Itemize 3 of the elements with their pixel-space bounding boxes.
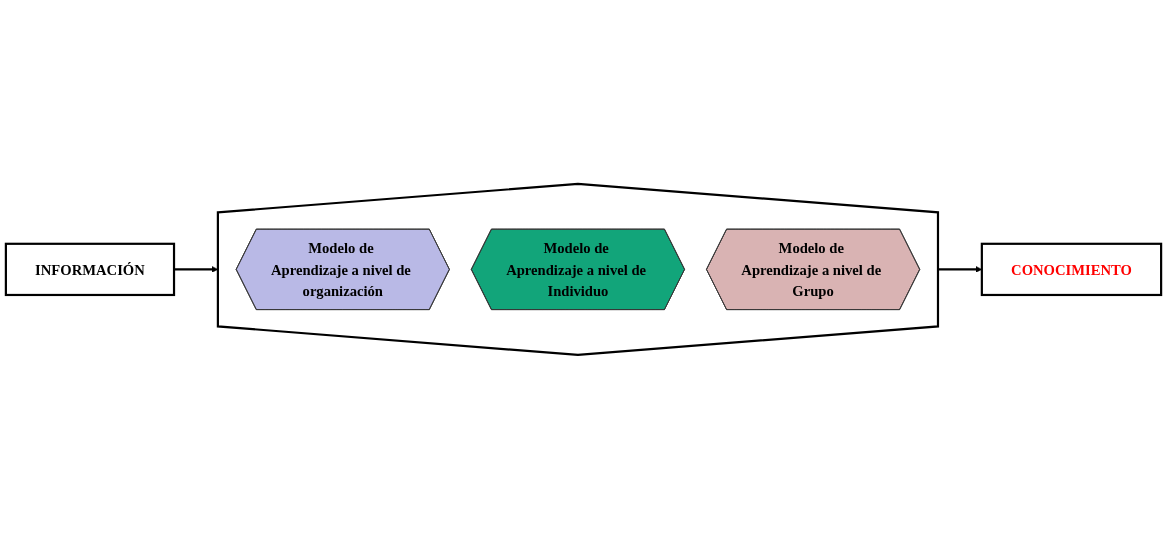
node-box: CONOCIMIENTO: [980, 242, 1163, 297]
node-box: INFORMACIÓN: [4, 242, 176, 297]
cluster: [216, 182, 940, 357]
